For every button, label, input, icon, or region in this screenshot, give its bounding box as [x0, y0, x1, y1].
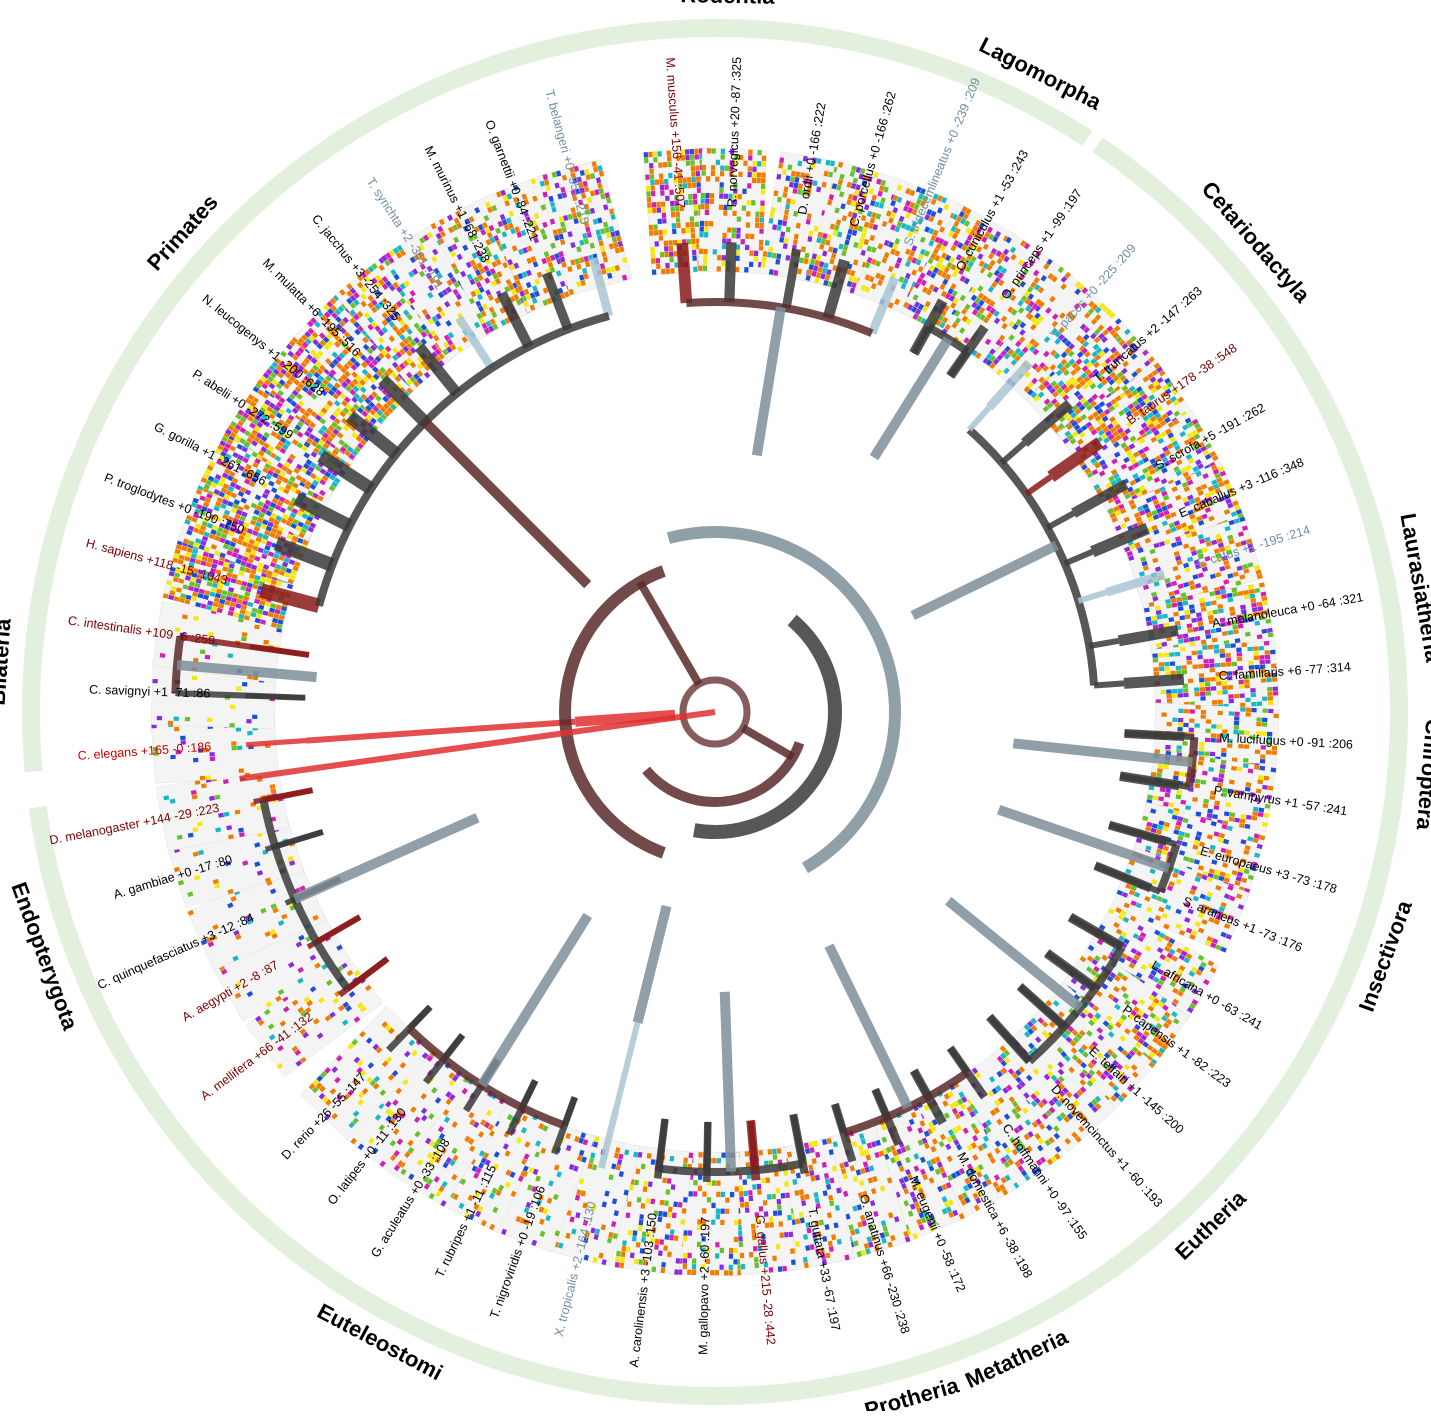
- tree-branch: [707, 1122, 708, 1172]
- clade-band-protheria: [857, 1359, 937, 1381]
- tree-branch: [914, 1071, 929, 1097]
- tree-branch: [950, 352, 967, 377]
- tree-branch: [835, 1104, 844, 1133]
- tree-branch: [1124, 733, 1194, 737]
- tree-branch: [638, 906, 667, 1022]
- tree-branch: [725, 992, 731, 1172]
- tree-branch: [1002, 443, 1025, 463]
- tree-branch: [1089, 641, 1119, 646]
- celegans-branch: [240, 712, 715, 779]
- tree-branch: [425, 422, 588, 585]
- tree-branch: [1078, 592, 1107, 601]
- tree-branch: [409, 1007, 430, 1029]
- leaf-branch: [1124, 679, 1184, 683]
- tree-branch: [1094, 683, 1124, 685]
- tree-branch: [874, 339, 948, 458]
- clade-band-sauria: [573, 1381, 857, 1396]
- leaf-branch: [682, 243, 686, 303]
- tree-branch: [522, 1081, 535, 1108]
- tree-branch: [743, 728, 793, 757]
- tree-branch: [829, 946, 908, 1108]
- tree-branch: [1047, 513, 1073, 528]
- clade-band-laurasiatheria: [1324, 401, 1398, 688]
- clade-label-bilateria: Bilateria: [0, 617, 16, 706]
- species-label: M. gallopavo +2 -60 :197: [696, 1217, 712, 1355]
- tree-branch: [913, 545, 1057, 615]
- leaf-branch: [729, 242, 731, 302]
- tree-branch: [950, 1048, 967, 1073]
- clade-label-rodentia: Rodentia: [680, 0, 775, 9]
- tree-branch: [757, 307, 781, 455]
- tree-branch: [640, 582, 699, 684]
- species-label: C. savignyi +1 -71 :86: [89, 682, 211, 700]
- tree-branch: [948, 901, 1080, 1008]
- tree-branch: [616, 1022, 638, 1109]
- tree-branch: [1026, 477, 1051, 494]
- tree-branch: [444, 1035, 462, 1059]
- clade-band-bilateria: [31, 535, 54, 772]
- clade-label-eutheria: Eutheria: [1170, 1185, 1251, 1265]
- clade-label-chiroptera: Chiroptera: [1412, 718, 1431, 832]
- clade-band-chiroptera: [1386, 688, 1399, 842]
- tree-branch: [482, 916, 588, 1086]
- tree-branch: [969, 407, 989, 429]
- tree-branch: [1065, 552, 1093, 564]
